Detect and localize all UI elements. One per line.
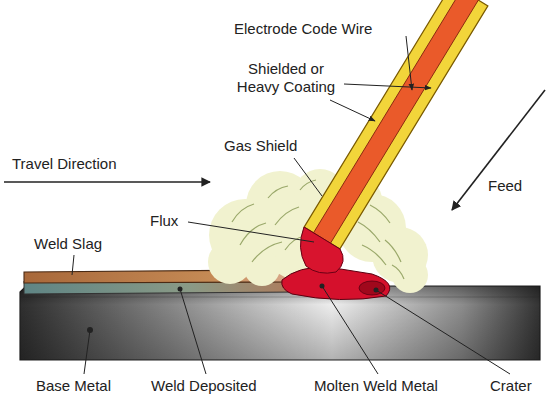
leader-line <box>180 289 206 374</box>
leader-line <box>406 36 412 90</box>
leader-line <box>376 290 510 374</box>
feed-arrow <box>452 90 545 210</box>
base-metal-edge <box>20 297 540 298</box>
electrode-coating <box>304 0 488 249</box>
leader-line <box>322 286 378 374</box>
gas-wisp <box>370 205 390 223</box>
part-label: Weld Slag <box>34 235 102 253</box>
part-label: Shielded or Heavy Coating <box>230 60 342 96</box>
part-label: Flux <box>150 212 178 230</box>
base-metal <box>20 286 540 360</box>
gas-wisp <box>362 245 386 265</box>
leader-dot <box>374 288 379 293</box>
gas-wisp <box>358 222 380 242</box>
flux-tip <box>300 227 343 273</box>
part-label: Weld Deposited <box>151 377 257 395</box>
gas-wisp <box>275 207 299 225</box>
part-label: Gas Shield <box>224 137 297 155</box>
part-label: Molten Weld Metal <box>314 377 438 395</box>
part-label: Crater <box>490 377 532 395</box>
leader-dot <box>320 284 325 289</box>
gas-wisp <box>252 242 282 262</box>
part-label: Feed <box>488 177 522 195</box>
leader-line <box>330 100 375 121</box>
part-label: Electrode Code Wire <box>234 20 372 38</box>
gas-cloud <box>392 257 428 293</box>
part-label: Travel Direction <box>12 155 116 173</box>
gas-wisp <box>392 265 404 279</box>
leader-dot <box>87 327 93 333</box>
leader-line <box>294 158 322 196</box>
part-label: Base Metal <box>36 377 111 395</box>
gas-wisp <box>268 186 288 198</box>
leader-line <box>188 222 314 242</box>
leader-line <box>72 255 74 275</box>
base-metal-shade <box>20 286 540 360</box>
electrode <box>300 0 487 273</box>
leader-lines <box>72 36 510 374</box>
gas-wisp <box>232 204 254 222</box>
leader-dot <box>178 287 183 292</box>
travel-arrow <box>4 181 210 183</box>
gas-cloud <box>244 250 280 286</box>
gas-wisp <box>385 240 401 262</box>
leader-line <box>84 330 90 374</box>
leader-line <box>344 84 431 88</box>
base-metal-body <box>20 286 540 360</box>
